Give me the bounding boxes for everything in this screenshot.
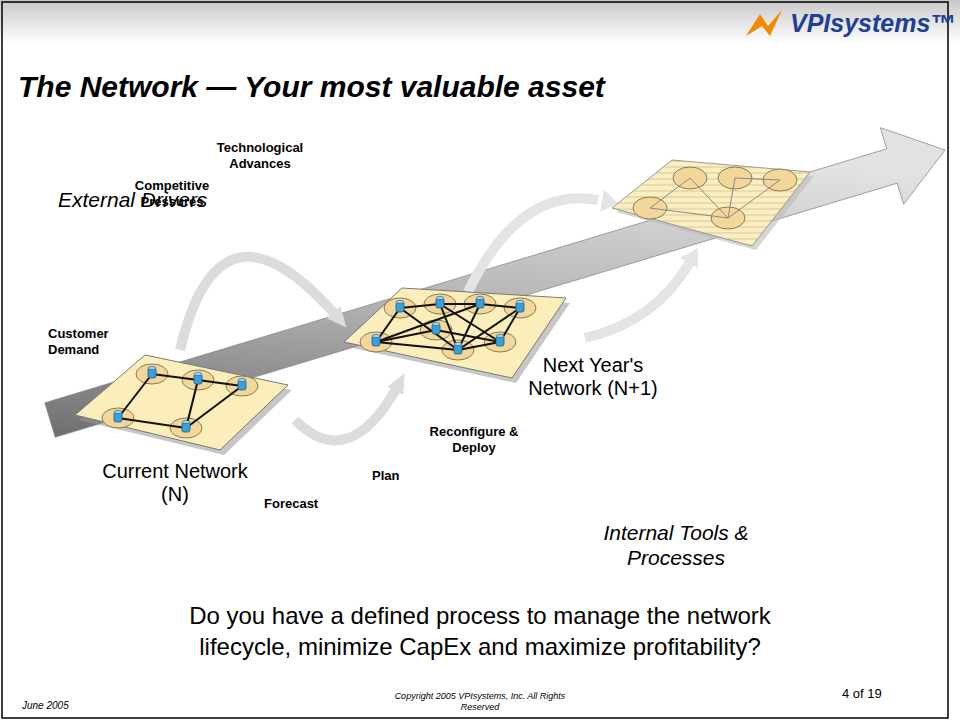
process-step: Reconfigure & Deploy xyxy=(426,424,522,455)
question-text: Do you have a defined process to manage … xyxy=(140,600,820,662)
node-label: Next Year's Network (N+1) xyxy=(518,354,668,400)
node-label: Current Network (N) xyxy=(100,460,250,506)
driver-label: Customer Demand xyxy=(48,326,128,357)
network-node: Next Year's Network (N+1) xyxy=(340,282,680,407)
process-step: Forecast xyxy=(264,496,318,511)
footer-copyright: Copyright 2005 VPIsystems, Inc. All Righ… xyxy=(380,691,580,713)
flow-arc xyxy=(180,257,340,350)
flow-arc xyxy=(295,382,400,440)
driver-label: Competitive Pressures xyxy=(128,178,216,209)
footer-date: June 2005 xyxy=(22,700,69,711)
section-heading: Internal Tools & Processes xyxy=(596,520,756,570)
network-node: Current Network (N) xyxy=(70,350,295,515)
slide-title: The Network — Your most valuable asset xyxy=(18,70,605,104)
company-logo: VPIsystems™ xyxy=(790,9,955,38)
page-number: 4 of 19 xyxy=(842,686,882,701)
process-step: Plan xyxy=(372,468,399,483)
driver-label: Technological Advances xyxy=(212,140,308,171)
